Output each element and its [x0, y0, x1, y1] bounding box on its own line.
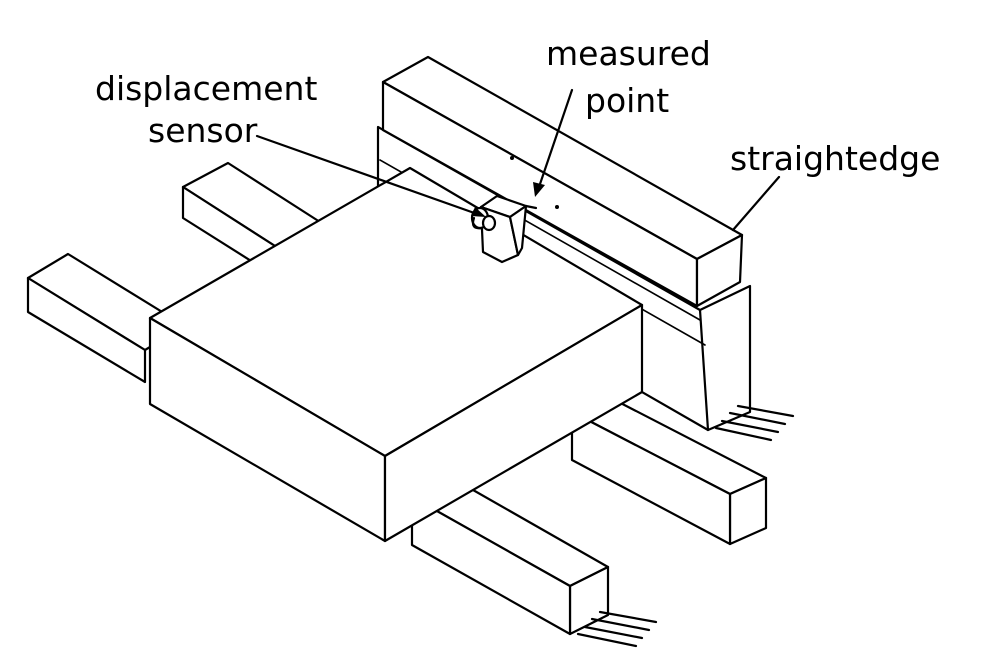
label-displacement-line1: displacement [95, 69, 317, 108]
ground-hatch-front [576, 610, 658, 648]
leader-displacement-sensor [255, 134, 486, 217]
rail-right-back [570, 394, 768, 546]
back-rail-left [181, 161, 322, 278]
leader-straightedge [731, 175, 781, 232]
label-measured-line1: measured [546, 34, 711, 73]
ground-hatch-right [714, 404, 795, 442]
reference-surface-marks [499, 156, 701, 321]
label-sensor-line2: sensor [148, 111, 258, 150]
leader-measured-point [533, 88, 574, 197]
label-point-line2: point [585, 81, 669, 120]
label-straightedge: straightedge [730, 139, 940, 178]
sensor-bracket [470, 194, 538, 264]
straightedge-bar [381, 55, 744, 308]
